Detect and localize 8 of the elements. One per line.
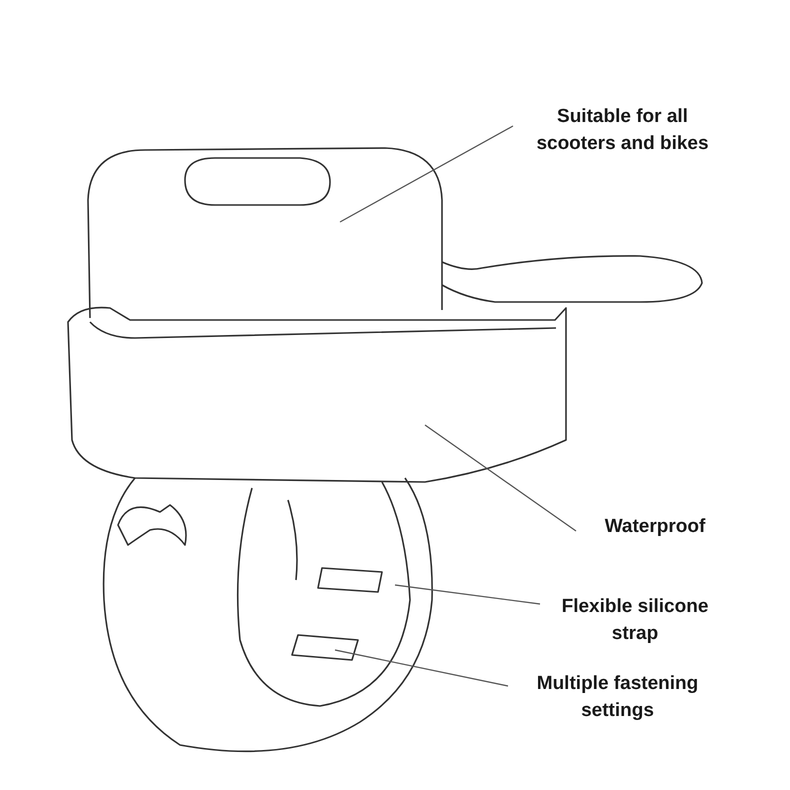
leader-line	[340, 125, 514, 223]
leader-line	[394, 584, 540, 605]
callout-text: Waterproof	[585, 513, 725, 540]
callout-text: Flexible silicone strap	[545, 593, 725, 647]
callout-text: Suitable for all scooters and bikes	[515, 103, 730, 157]
leader-line	[334, 649, 508, 687]
leader-line	[424, 424, 576, 532]
callout-text: Multiple fastening settings	[510, 670, 725, 724]
